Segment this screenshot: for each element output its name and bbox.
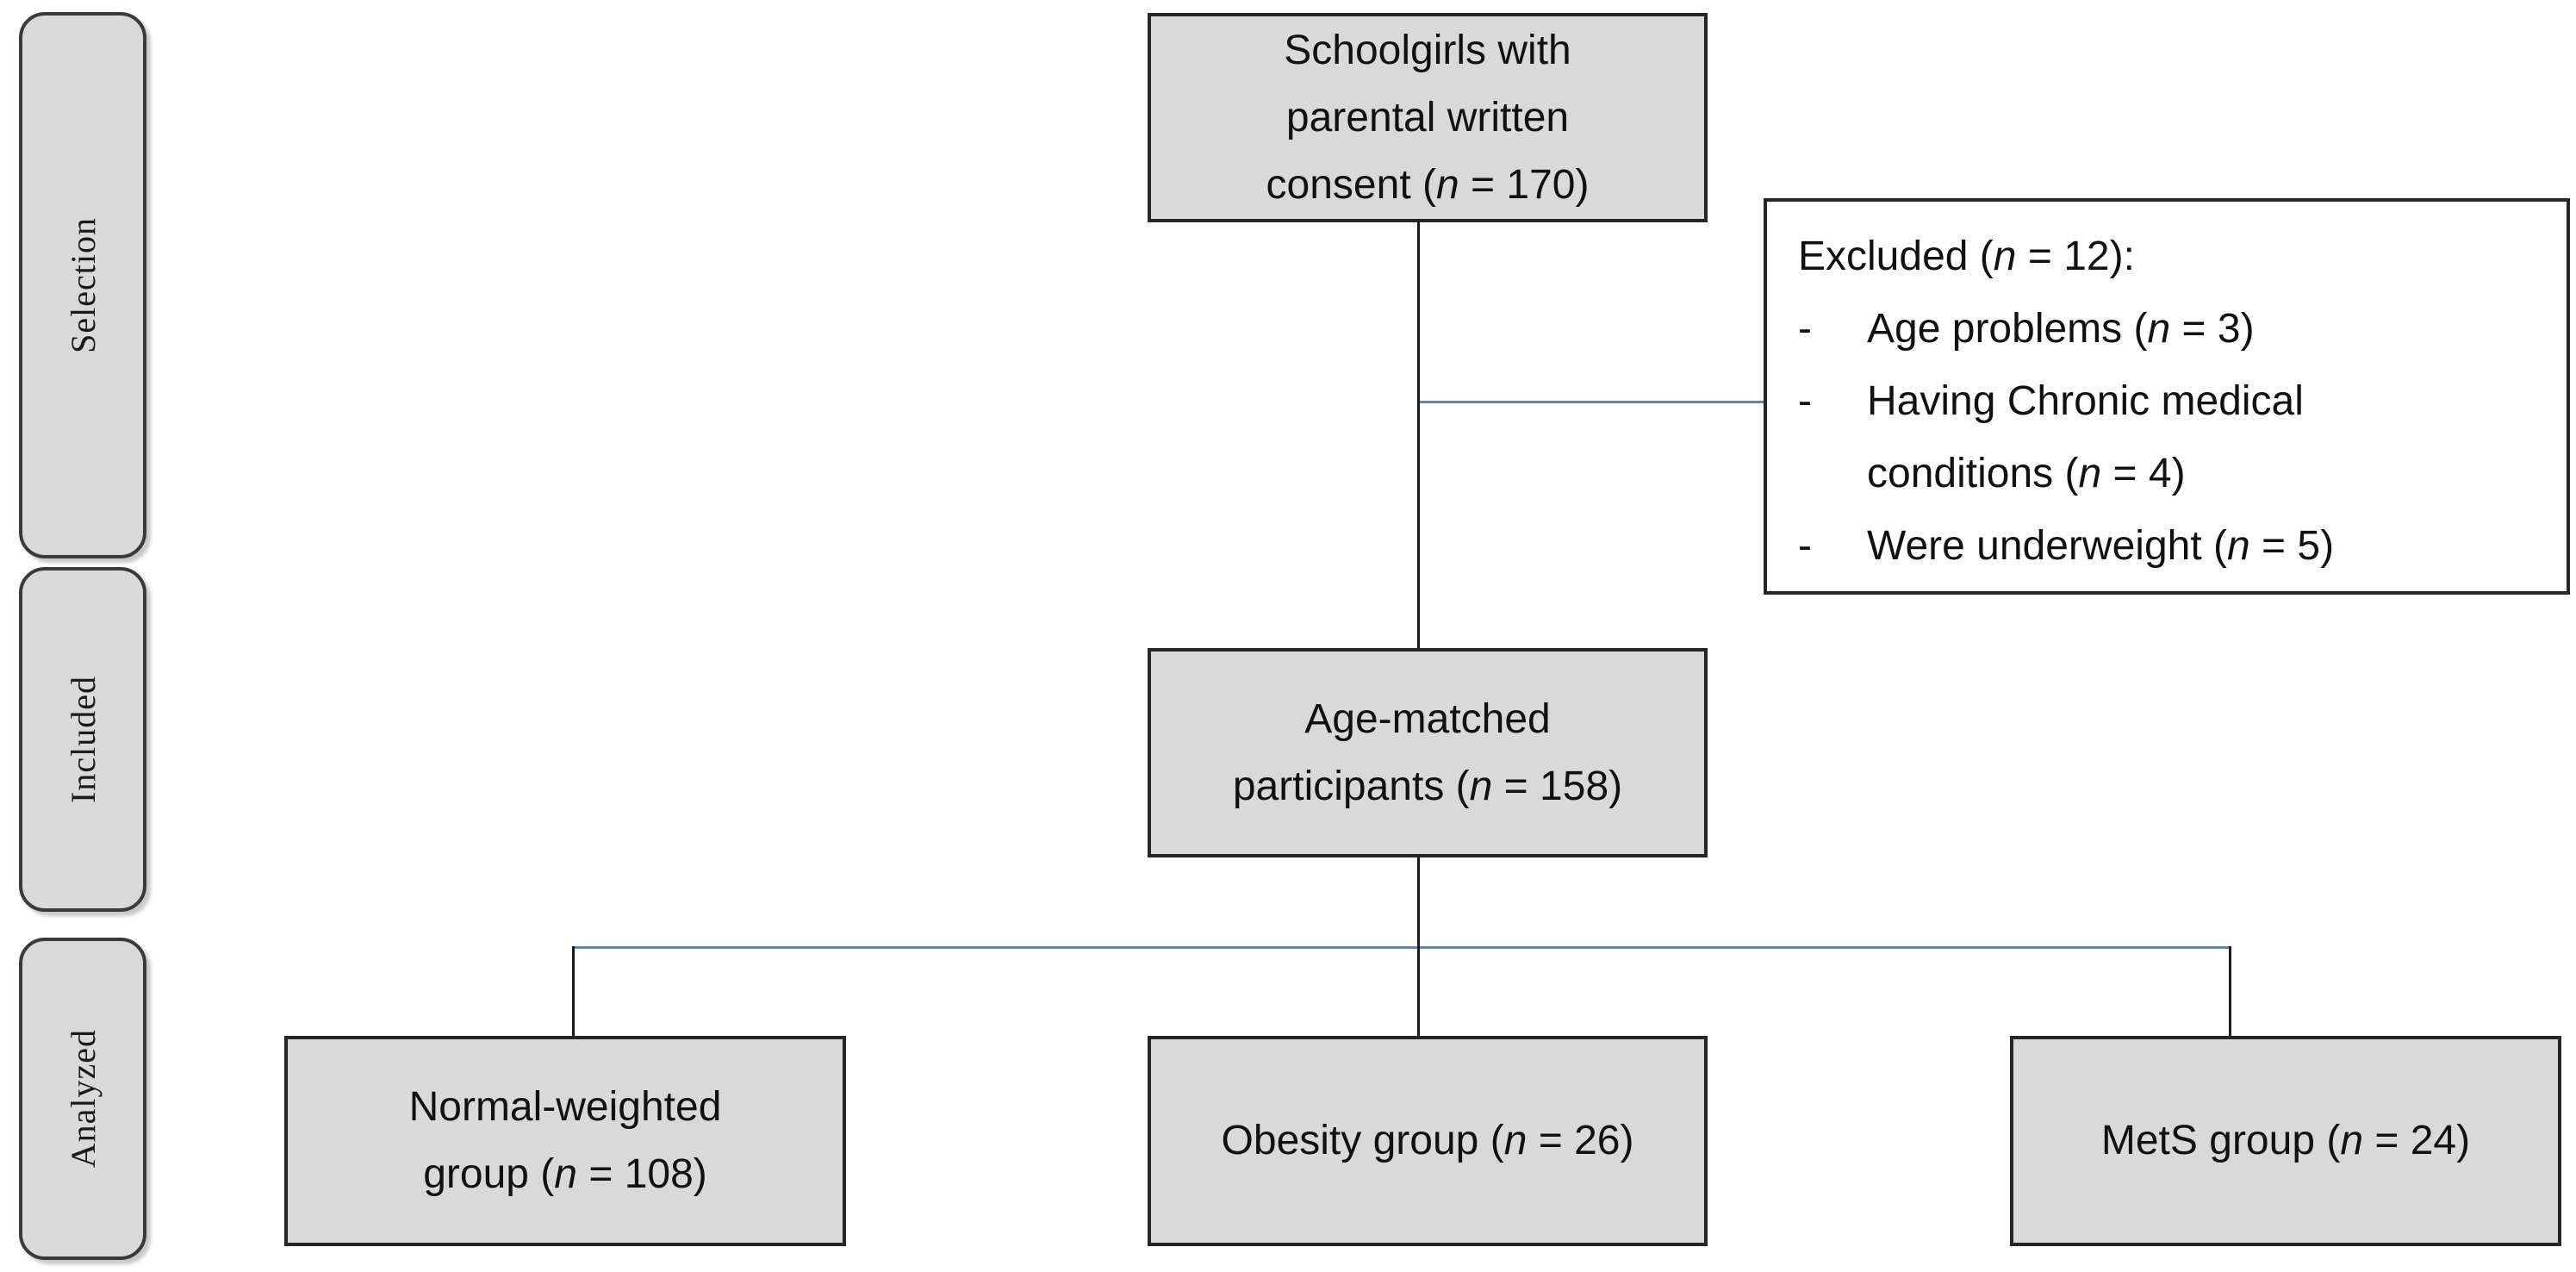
bullet-dash: -	[1798, 378, 1812, 424]
node-enrollment: Schoolgirls with parental written consen…	[1148, 13, 1708, 222]
n-variable: n	[2078, 451, 2102, 496]
node-text-line: participants (n = 158)	[1232, 763, 1623, 809]
node-excluded: Excluded (n = 12): - Age problems (n = 3…	[1764, 198, 2570, 595]
node-text-line: group (n = 108)	[423, 1151, 707, 1197]
excluded-item-text: Were underweight (n = 5)	[1867, 523, 2335, 569]
n-variable: n	[554, 1151, 577, 1197]
node-included: Age-matched participants (n = 158)	[1148, 648, 1708, 857]
n-variable: n	[1993, 234, 2017, 279]
excluded-item-underweight: - Were underweight (n = 5)	[1798, 510, 2334, 583]
node-normal-weighted-group: Normal-weighted group (n = 108)	[284, 1036, 846, 1246]
bullet-dash: -	[1798, 523, 1812, 569]
connector-drop-normal-line	[572, 946, 575, 1036]
n-variable: n	[1469, 763, 1493, 809]
connector-to-excluded-line	[1418, 401, 1764, 403]
stage-label-analyzed: Analyzed	[63, 1029, 103, 1169]
stage-label-selection: Selection	[63, 217, 103, 353]
node-text-line: Obesity group (n = 26)	[1221, 1118, 1634, 1163]
node-obesity-group: Obesity group (n = 26)	[1148, 1036, 1708, 1246]
node-text-line: Age-matched	[1304, 695, 1551, 742]
stage-tab-analyzed: Analyzed	[19, 938, 146, 1260]
n-variable: n	[2147, 306, 2171, 352]
n-variable: n	[2340, 1118, 2364, 1163]
excluded-item-text: Age problems (n = 3)	[1867, 306, 2255, 352]
node-text-line: MetS group (n = 24)	[2100, 1118, 2471, 1163]
n-variable: n	[1435, 161, 1459, 208]
connector-groups-branch-line	[572, 946, 2231, 949]
excluded-title: Excluded (n = 12):	[1798, 234, 2135, 279]
excluded-item-text: conditions (n = 4)	[1867, 451, 2186, 496]
node-text-line: consent (n = 170)	[1266, 161, 1590, 208]
node-mets-group: MetS group (n = 24)	[2010, 1036, 2561, 1246]
stage-tab-included: Included	[19, 567, 146, 912]
stage-label-included: Included	[63, 676, 103, 803]
node-text-line: Normal-weighted	[408, 1084, 722, 1130]
excluded-item-chronic: - Having Chronic medical conditions (n =…	[1798, 365, 2304, 510]
n-variable: n	[1503, 1118, 1528, 1163]
connector-enrollment-to-included-line	[1417, 221, 1420, 648]
excluded-item-age: - Age problems (n = 3)	[1798, 293, 2255, 365]
connector-included-to-groups-line	[1417, 857, 1420, 1036]
stage-tab-selection: Selection	[19, 12, 146, 558]
node-text-line: parental written	[1285, 94, 1570, 140]
connector-drop-mets-line	[2229, 946, 2231, 1036]
node-text-line: Schoolgirls with	[1284, 27, 1571, 73]
n-variable: n	[2226, 523, 2250, 569]
excluded-item-text: Having Chronic medical	[1867, 378, 2304, 424]
bullet-dash: -	[1798, 306, 1812, 352]
